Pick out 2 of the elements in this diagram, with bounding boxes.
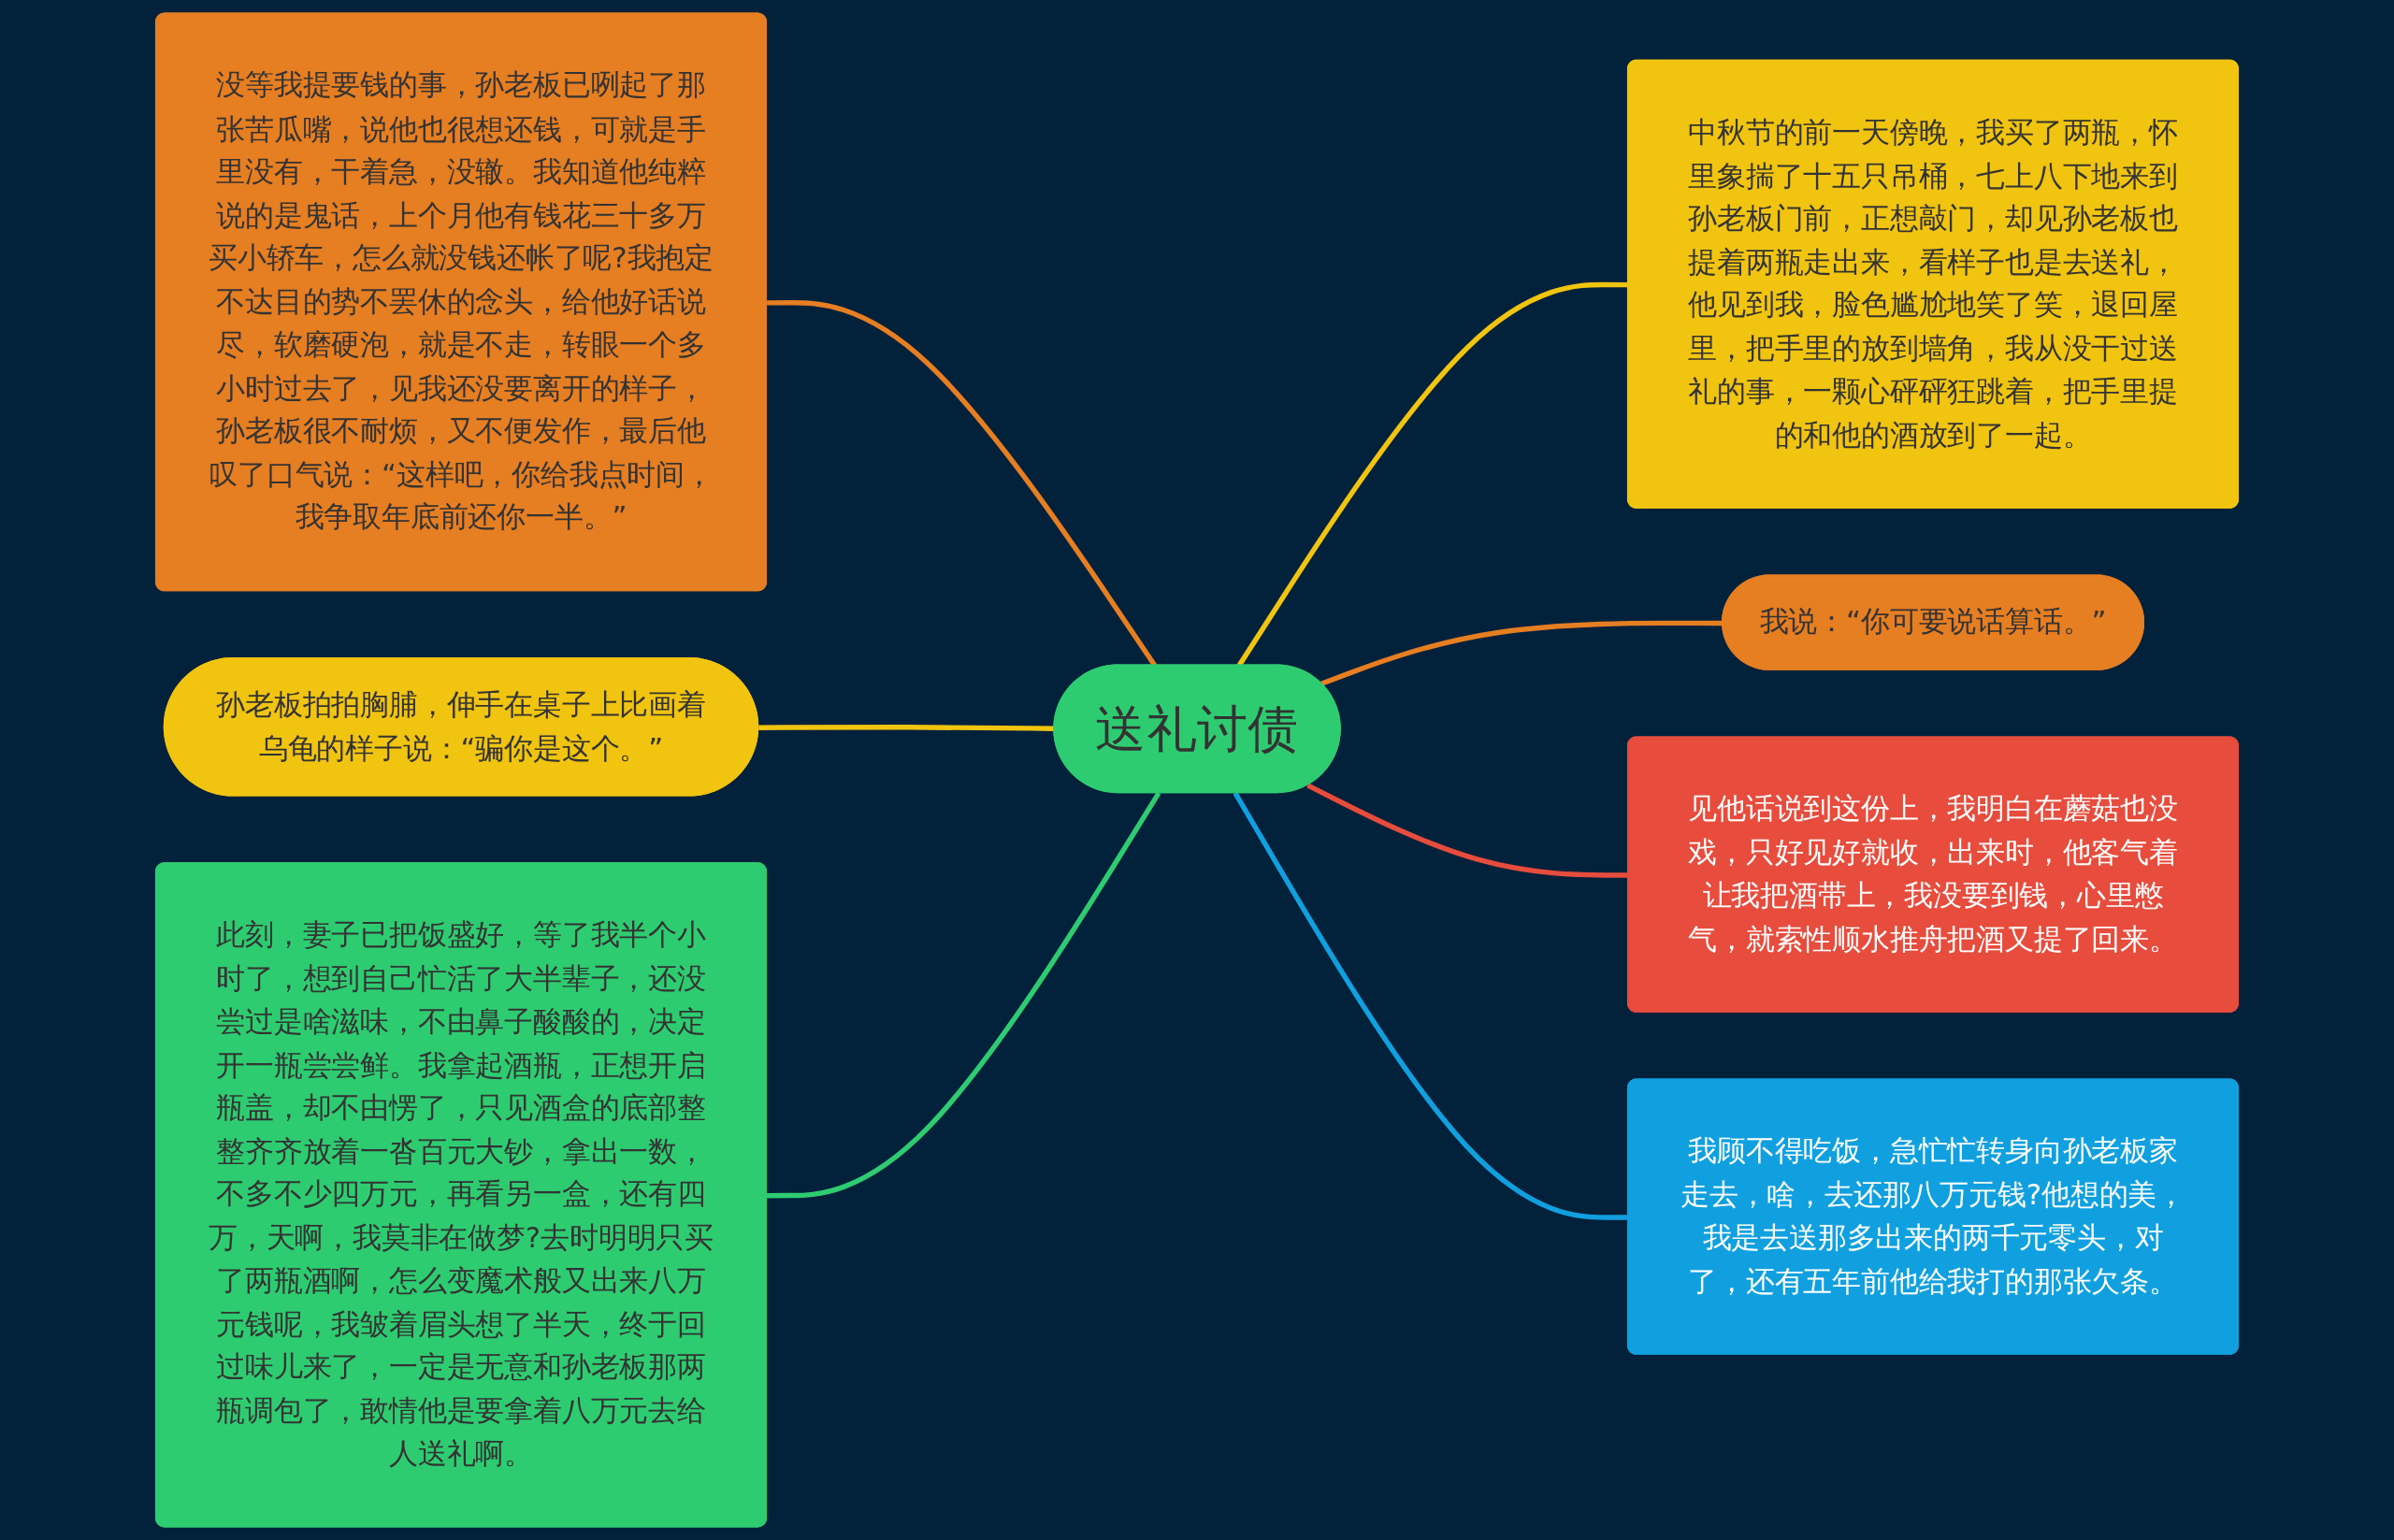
connector [1320, 620, 1723, 686]
connector [767, 791, 1161, 1199]
